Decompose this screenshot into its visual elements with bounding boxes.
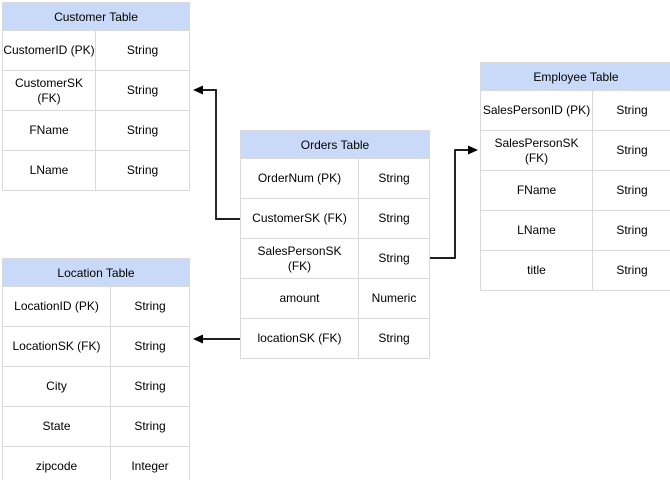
table-title-customer: Customer Table <box>3 3 189 30</box>
field-type: String <box>134 339 166 353</box>
entity-table-employee[interactable]: Employee Table SalesPersonID (PK) String… <box>480 62 670 291</box>
field-type: String <box>378 171 410 185</box>
field-name: LocationID (PK) <box>3 287 111 326</box>
field-type: String <box>378 331 410 345</box>
entity-table-orders[interactable]: Orders Table OrderNum (PK) String Custom… <box>240 130 430 359</box>
field-type: String <box>134 299 166 313</box>
arrowhead-to-employee <box>468 145 478 155</box>
entity-table-location[interactable]: Location Table LocationID (PK) String Lo… <box>2 258 190 480</box>
field-name: SalesPersonSK (FK) <box>481 131 593 170</box>
field-name: zipcode <box>3 447 111 480</box>
field-name: CustomerSK (FK) <box>3 71 96 110</box>
table-row: SalesPersonSK (FK) String <box>241 238 429 278</box>
field-type: String <box>378 211 410 225</box>
field-name: FName <box>3 111 96 150</box>
table-row: LName String <box>481 210 670 250</box>
field-type: String <box>134 379 166 393</box>
field-name: LName <box>481 211 593 250</box>
table-row: SalesPersonID (PK) String <box>481 90 670 130</box>
field-type: Integer <box>131 459 169 473</box>
table-row: zipcode Integer <box>3 446 189 480</box>
field-name: OrderNum (PK) <box>241 159 359 198</box>
field-type: String <box>126 43 159 57</box>
table-row: amount Numeric <box>241 278 429 318</box>
table-row: FName String <box>481 170 670 210</box>
field-name: LocationSK (FK) <box>3 327 111 366</box>
field-type: String <box>616 223 648 237</box>
table-row: State String <box>3 406 189 446</box>
field-name: FName <box>481 171 593 210</box>
field-name: SalesPersonID (PK) <box>481 91 593 130</box>
connector-orders-customer[interactable] <box>193 85 241 220</box>
field-type: String <box>616 143 648 157</box>
field-type: Numeric <box>371 291 417 305</box>
table-row: LName String <box>3 150 189 190</box>
field-type: String <box>616 103 648 117</box>
entity-table-customer[interactable]: Customer Table CustomerID (PK) String Cu… <box>2 2 190 191</box>
field-name: CustomerSK (FK) <box>241 199 359 238</box>
field-name: title <box>481 251 593 290</box>
table-row: title String <box>481 250 670 290</box>
connector-orders-employee[interactable] <box>430 145 478 259</box>
table-row: CustomerSK (FK) String <box>3 70 189 110</box>
table-row: locationSK (FK) String <box>241 318 429 358</box>
field-name: State <box>3 407 111 446</box>
field-name: locationSK (FK) <box>241 319 359 358</box>
field-name: SalesPersonSK (FK) <box>241 239 359 278</box>
field-type: String <box>126 163 159 177</box>
table-row: LocationSK (FK) String <box>3 326 189 366</box>
table-row: LocationID (PK) String <box>3 286 189 326</box>
table-title-orders: Orders Table <box>241 131 429 158</box>
field-name: LName <box>3 151 96 190</box>
table-row: City String <box>3 366 189 406</box>
table-title-location: Location Table <box>3 259 189 286</box>
table-row: FName String <box>3 110 189 150</box>
field-name: CustomerID (PK) <box>3 31 96 70</box>
table-row: CustomerSK (FK) String <box>241 198 429 238</box>
arrowhead-to-location <box>193 334 203 344</box>
table-title-employee: Employee Table <box>481 63 670 90</box>
field-type: String <box>126 123 159 137</box>
field-name: amount <box>241 279 359 318</box>
connector-orders-location[interactable] <box>193 334 241 344</box>
table-row: CustomerID (PK) String <box>3 30 189 70</box>
field-type: String <box>126 83 159 97</box>
field-type: String <box>134 419 166 433</box>
table-row: SalesPersonSK (FK) String <box>481 130 670 170</box>
field-type: String <box>616 183 648 197</box>
field-type: String <box>616 263 648 277</box>
field-type: String <box>378 251 410 265</box>
field-name: City <box>3 367 111 406</box>
table-row: OrderNum (PK) String <box>241 158 429 198</box>
arrowhead-to-customer <box>193 85 203 95</box>
